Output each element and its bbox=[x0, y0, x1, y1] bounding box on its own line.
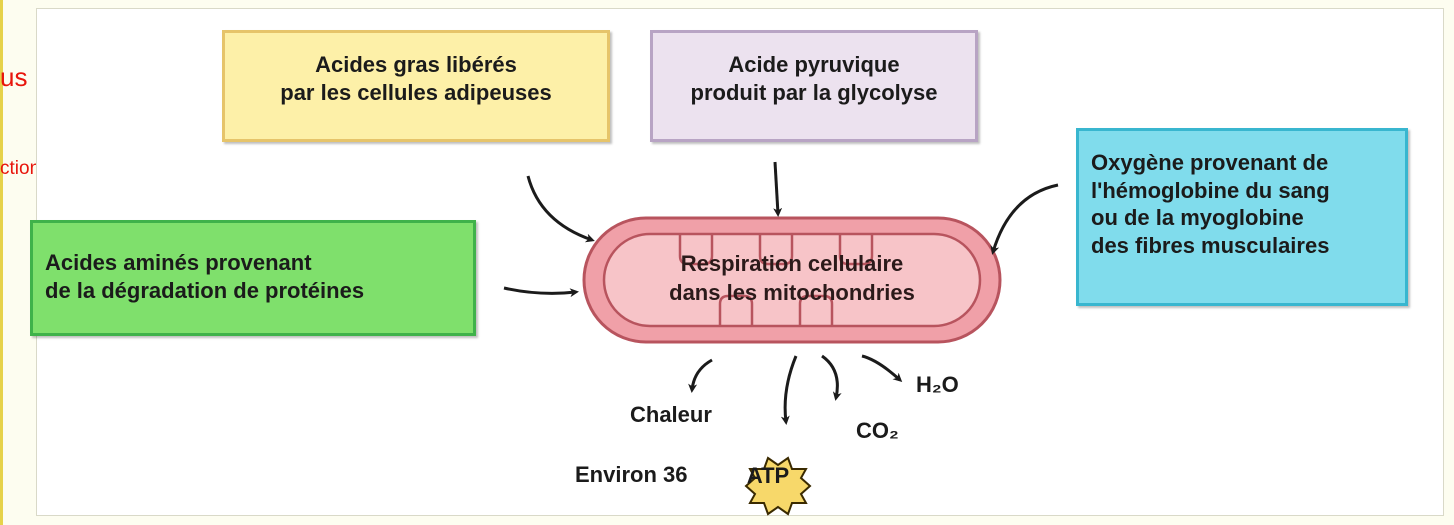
fatty-acids-line-1: Acides gras libérés bbox=[315, 52, 517, 77]
pyruvic-acid-line-1: Acide pyruvique bbox=[728, 52, 900, 77]
mitochondrion-label: Respiration cellulaire dans les mitochon… bbox=[600, 250, 984, 307]
pyruvic-acid-box: Acide pyruvique produit par la glycolyse bbox=[650, 30, 978, 142]
amino-acids-line-1: Acides aminés provenant bbox=[45, 250, 312, 275]
arrow-from-oxygen bbox=[990, 183, 1059, 255]
oxygen-line-3: ou de la myoglobine bbox=[1091, 205, 1304, 230]
pyruvic-acid-line-2: produit par la glycolyse bbox=[690, 79, 938, 105]
atp-label: ATP bbox=[746, 463, 790, 488]
arrow-from-fatty-acids bbox=[526, 175, 595, 243]
slide-title-fragment: us bbox=[0, 62, 28, 92]
arrow-to-co2 bbox=[821, 354, 842, 401]
amino-acids-line-2: de la dégradation de protéines bbox=[45, 277, 365, 303]
slide-left-edge bbox=[0, 0, 3, 525]
amino-acids-box: Acides aminés provenant de la dégradatio… bbox=[30, 220, 476, 336]
fatty-acids-box: Acides gras libérés par les cellules adi… bbox=[222, 30, 610, 142]
arrow-to-heat bbox=[688, 358, 713, 393]
mitochondrion-label-line-2: dans les mitochondries bbox=[669, 279, 915, 305]
mitochondrion-shape bbox=[582, 216, 1002, 344]
arrow-from-amino-acids bbox=[503, 286, 579, 298]
mitochondrion-label-line-1: Respiration cellulaire bbox=[680, 251, 904, 276]
heat-label: Chaleur bbox=[630, 402, 712, 427]
water-label: H₂O bbox=[916, 372, 959, 397]
atp-count-label: Environ 36 bbox=[575, 462, 688, 487]
oxygen-box: Oxygène provenant de l'hémoglobine du sa… bbox=[1076, 128, 1408, 306]
oxygen-line-2: l'hémoglobine du sang bbox=[1091, 177, 1330, 203]
arrow-to-atp bbox=[780, 355, 798, 425]
atp-star-shape bbox=[744, 456, 812, 516]
oxygen-line-1: Oxygène provenant de bbox=[1091, 150, 1329, 175]
fatty-acids-line-2: par les cellules adipeuses bbox=[280, 79, 552, 105]
oxygen-line-4: des fibres musculaires bbox=[1091, 232, 1330, 258]
arrow-from-pyruvic-acid bbox=[773, 161, 783, 217]
co2-label: CO₂ bbox=[856, 418, 899, 443]
arrow-to-h2o bbox=[861, 354, 903, 383]
